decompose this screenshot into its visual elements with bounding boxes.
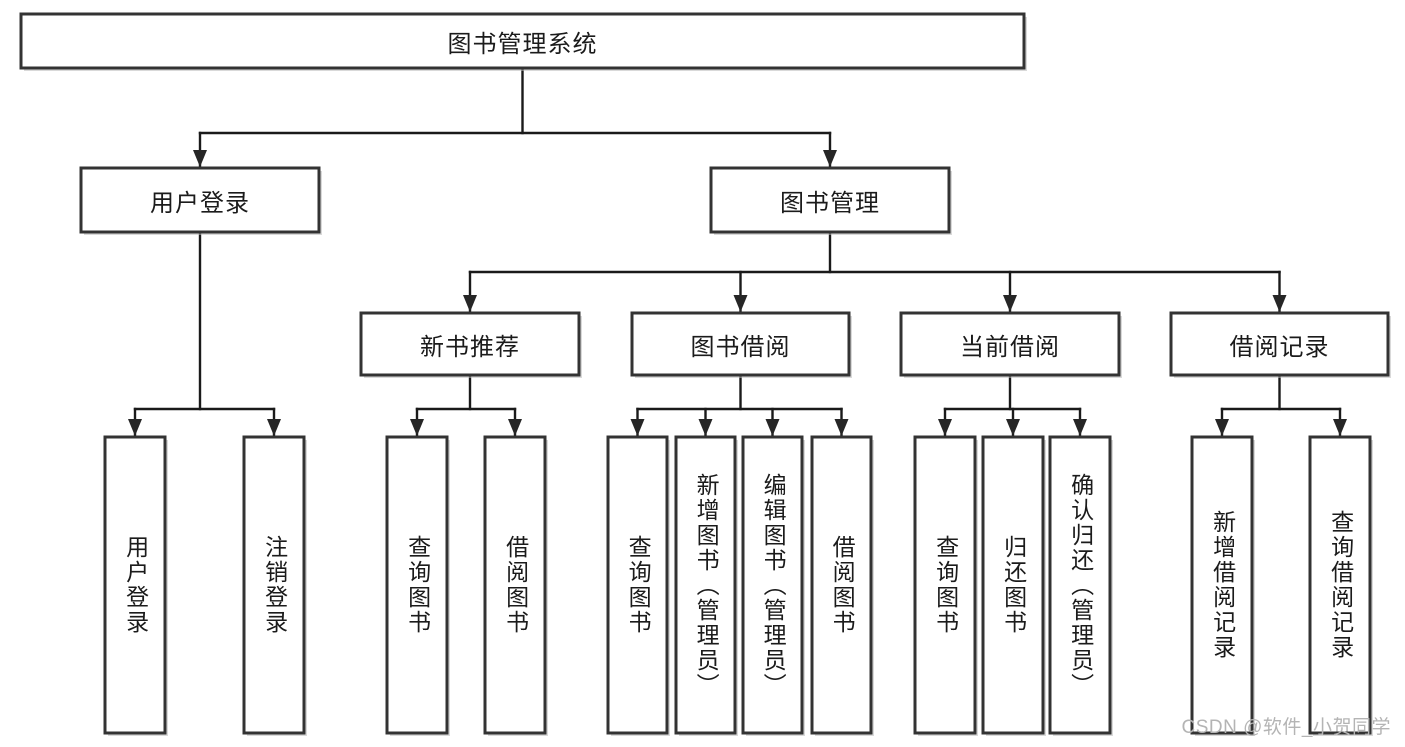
arrow-head-icon [938,419,952,436]
node-box-level3-1[interactable] [630,311,851,377]
node-box-leaf-10[interactable] [1048,435,1112,735]
arrow-head-icon [267,419,281,436]
node-box-leaf-12[interactable] [1308,435,1372,735]
arrow-head-icon [1333,419,1347,436]
arrow-head-icon [410,419,424,436]
node-box-level3-0[interactable] [359,311,581,377]
node-box-level3-3[interactable] [1169,311,1390,377]
arrow-head-icon [823,150,837,167]
node-box-leaf-8[interactable] [913,435,977,735]
node-box-leaf-7[interactable] [810,435,873,735]
node-box-leaf-4[interactable] [606,435,669,735]
node-box-root[interactable] [19,12,1026,70]
node-box-leaf-3[interactable] [483,435,547,735]
arrow-head-icon [1073,419,1087,436]
node-box-leaf-5[interactable] [674,435,737,735]
arrow-head-icon [508,419,522,436]
arrow-head-icon [463,295,477,312]
arrow-head-icon [733,295,748,312]
arrow-head-icon [1006,419,1020,436]
arrow-head-icon [698,419,713,436]
node-box-leaf-2[interactable] [385,435,449,735]
node-box-leaf-6[interactable] [741,435,804,735]
node-box-level2-1[interactable] [709,166,951,234]
arrow-head-icon [1215,419,1229,436]
arrow-head-icon [1003,295,1017,312]
arrow-head-icon [834,419,849,436]
arrow-head-icon [1272,295,1287,312]
box-layer [19,12,1390,735]
node-box-leaf-11[interactable] [1190,435,1254,735]
connector-layer [128,66,1347,438]
arrow-head-icon [128,419,142,436]
node-box-leaf-1[interactable] [242,435,306,735]
node-box-leaf-9[interactable] [981,435,1045,735]
node-box-leaf-0[interactable] [103,435,167,735]
arrow-head-icon [630,419,645,436]
arrow-head-icon [193,150,207,167]
node-box-level2-0[interactable] [79,166,321,234]
csdn-watermark: CSDN @软件_小贺同学 [1181,717,1391,738]
arrow-head-icon [765,419,780,436]
node-box-level3-2[interactable] [899,311,1121,377]
